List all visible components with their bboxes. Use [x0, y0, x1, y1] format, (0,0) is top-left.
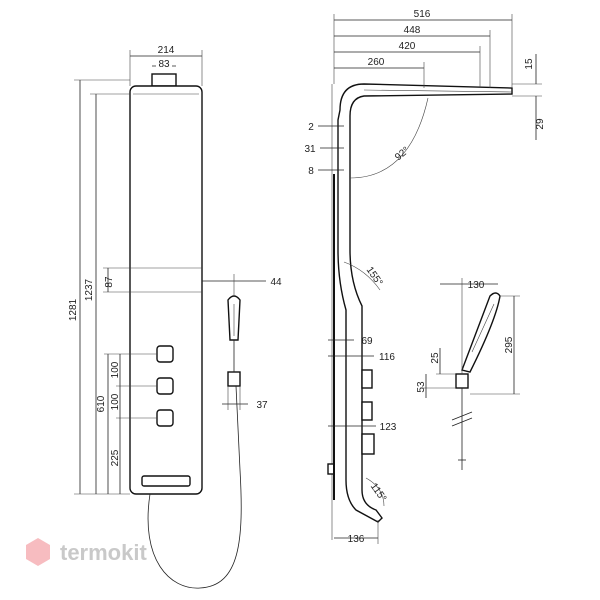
dim-123: 123 [380, 422, 397, 433]
dim-1237: 1237 [84, 278, 95, 301]
panel-profile [337, 83, 513, 523]
dim-angle-115: 115° [368, 481, 388, 504]
dim-260: 260 [368, 57, 385, 68]
dim-100-upper: 100 [110, 361, 121, 378]
control-knob-1 [156, 345, 174, 363]
logo-text: termokit [60, 540, 147, 565]
angle-arc-155 [343, 261, 381, 291]
front-view: 214 83 1281 1237 87 610 100 100 225 [68, 45, 282, 589]
dim-1281: 1281 [68, 298, 79, 321]
dim-136: 136 [348, 534, 365, 545]
side-control-1 [361, 369, 373, 389]
shower-hose [147, 385, 242, 589]
dim-29: 29 [535, 118, 546, 130]
control-knob-3 [156, 409, 174, 427]
dim-100-lower: 100 [110, 393, 121, 410]
dim-610: 610 [96, 395, 107, 412]
dim-225: 225 [110, 449, 121, 466]
dim-44: 44 [270, 277, 282, 288]
dim-448: 448 [404, 25, 421, 36]
handshower-holder [227, 371, 241, 387]
dim-214: 214 [158, 45, 175, 56]
dim-31: 31 [304, 144, 316, 155]
logo-hex-icon [26, 538, 50, 566]
dim-116: 116 [379, 352, 395, 363]
dim-516: 516 [414, 9, 431, 20]
control-knob-2 [156, 377, 174, 395]
dim-8: 8 [308, 166, 314, 177]
dim-15: 15 [524, 58, 535, 70]
dim-angle-92: 92° [393, 145, 412, 163]
brand-logo: termokit [26, 538, 147, 566]
dim-37: 37 [256, 400, 268, 411]
handshower-view: 130 295 25 53 [416, 278, 520, 470]
angle-arc-115 [365, 477, 385, 507]
side-control-2 [361, 401, 373, 421]
dim-87: 87 [104, 276, 115, 288]
dim-420: 420 [399, 41, 416, 52]
dim-69: 69 [361, 336, 373, 347]
dim-130: 130 [468, 280, 485, 291]
handshower-detail-holder [455, 373, 469, 389]
panel-body [129, 85, 203, 495]
dim-53: 53 [416, 381, 427, 393]
dim-83: 83 [158, 59, 170, 70]
dim-2: 2 [308, 122, 314, 133]
angle-arc-92 [349, 97, 429, 179]
dim-angle-155: 155° [364, 265, 385, 288]
shower-head-top [151, 73, 177, 87]
dim-295: 295 [504, 336, 515, 353]
panel-shelf [141, 475, 191, 487]
side-view: 516 448 420 260 15 29 2 31 8 92° 155° 69 [304, 9, 546, 545]
side-control-3 [361, 433, 375, 455]
dim-25: 25 [430, 352, 441, 364]
